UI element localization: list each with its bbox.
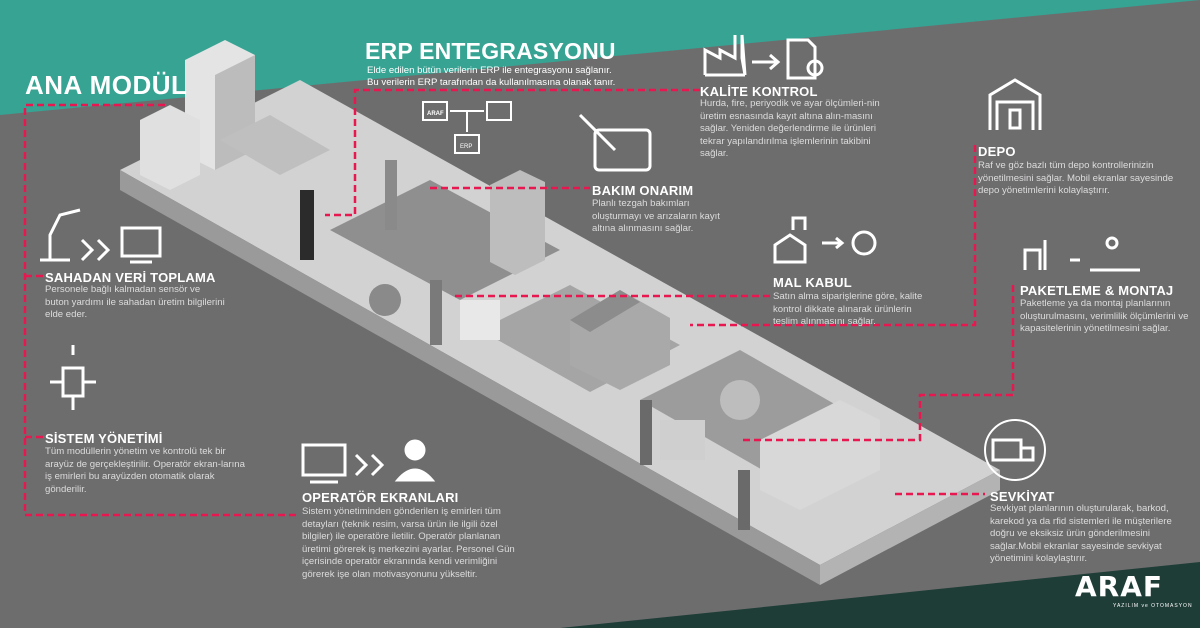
paketleme-title: PAKETLEME & MONTAJ	[1020, 283, 1174, 298]
bakim-body: Planlı tezgah bakımları oluşturmayı ve a…	[592, 198, 720, 235]
system-network-icon	[50, 345, 96, 410]
warehouse-icon	[988, 78, 1042, 130]
connector-lines	[23, 88, 1015, 517]
depo-body: Raf ve göz bazlı tüm depo kontrolleriniz…	[978, 160, 1174, 197]
double-chevron-icon	[80, 238, 111, 262]
sistem-title: SİSTEM YÖNETİMİ	[45, 431, 163, 446]
factory-platform-illustration	[120, 40, 1000, 585]
bakim-title: BAKIM ONARIM	[592, 183, 694, 198]
erp-network-icon	[422, 101, 512, 154]
araf-logo: ARAF YAZILIM ve OTOMASYON	[1075, 570, 1192, 609]
malkabul-title: MAL KABUL	[773, 275, 852, 290]
robot-arm-icon	[40, 208, 81, 262]
operator-monitor-icon	[301, 443, 347, 484]
circuit-monitor-icon	[120, 226, 162, 264]
sistem-body: Tüm modüllerin yönetim ve kontrolü tek b…	[45, 446, 245, 495]
kalite-body: Hurda, fire, periyodik ve ayar ölçümleri…	[700, 98, 880, 160]
box-arrow-check-icon	[773, 216, 877, 264]
wrench-screen-icon	[578, 113, 652, 172]
operator-body: Sistem yönetiminden gönderilen iş emirle…	[302, 506, 515, 580]
erp-desc-line-1: Elde edilen bütün verilerin ERP ile ente…	[367, 65, 612, 76]
paketleme-body: Paketleme ya da montaj planlarının oluşt…	[1020, 298, 1189, 335]
depo-title: DEPO	[978, 144, 1016, 159]
forklift-worker-icon	[1023, 236, 1140, 272]
shipping-truck-icon	[984, 419, 1046, 481]
factory-icon	[703, 34, 747, 77]
logo-tagline: YAZILIM ve OTOMASYON	[1113, 603, 1193, 609]
main-module-title: ANA MODÜL	[25, 70, 188, 100]
sevkiyat-body: Sevkiyat planlarının oluşturularak, bark…	[990, 503, 1172, 565]
malkabul-body: Satın alma siparişlerine göre, kalite ko…	[773, 291, 923, 328]
erp-icon-erp-label: ERP	[460, 144, 472, 150]
erp-title: ERP ENTEGRASYONU	[365, 38, 616, 64]
operator-person-icon	[394, 439, 436, 482]
kalite-title: KALİTE KONTROL	[700, 84, 818, 99]
dark-footer-band	[560, 562, 1200, 628]
arrow-right-icon	[752, 53, 781, 71]
double-chevron-icon	[354, 453, 385, 477]
erp-icon-araf-label: ARAF	[427, 111, 444, 117]
logo-name: ARAF	[1075, 570, 1164, 603]
sevkiyat-title: SEVKİYAT	[990, 489, 1055, 504]
sahadan-body: Personele bağlı kalmadan sensör ve buton…	[45, 284, 225, 321]
operator-title: OPERATÖR EKRANLARI	[302, 490, 459, 505]
document-check-icon	[786, 38, 824, 80]
sahadan-title: SAHADAN VERİ TOPLAMA	[45, 270, 216, 285]
erp-desc-line-2: Bu verilerin ERP tarafından da kullanılm…	[367, 77, 616, 88]
